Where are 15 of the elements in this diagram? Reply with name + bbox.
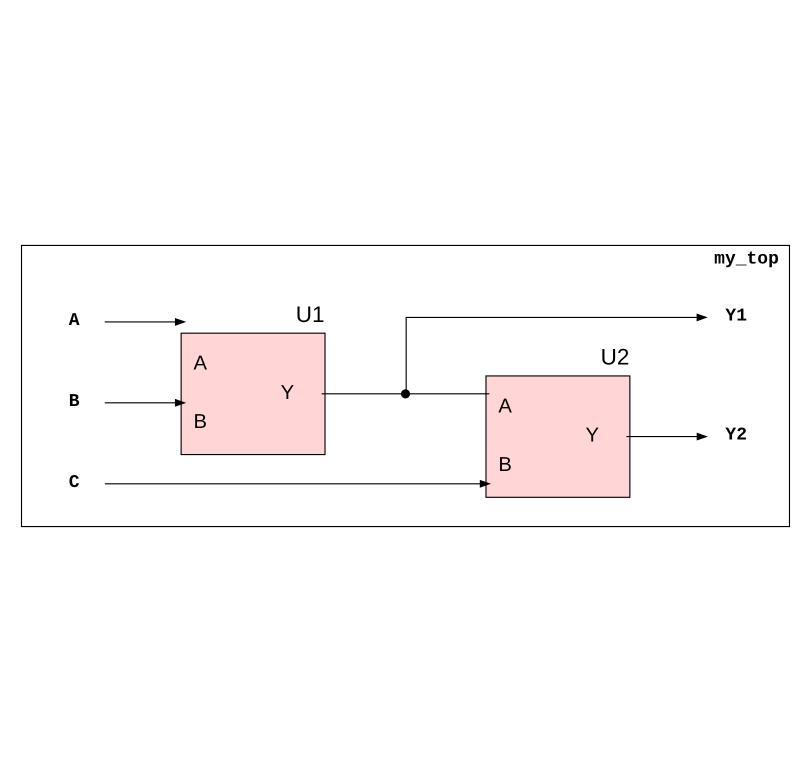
node-label: U2: [600, 344, 630, 370]
node-label: U1: [296, 302, 325, 327]
node-text: B: [68, 392, 80, 412]
arrow: [104, 398, 186, 407]
node-circle: [400, 389, 410, 398]
arrow: [626, 432, 708, 441]
node-text: C: [68, 472, 80, 493]
node-text: Y1: [725, 306, 747, 327]
arrow: [104, 318, 186, 326]
connector: [410, 393, 490, 394]
arrow: [104, 480, 492, 488]
arrow: [406, 314, 708, 390]
connector: [322, 393, 401, 394]
node-text: A: [68, 311, 80, 332]
node-text: Y2: [725, 426, 747, 446]
